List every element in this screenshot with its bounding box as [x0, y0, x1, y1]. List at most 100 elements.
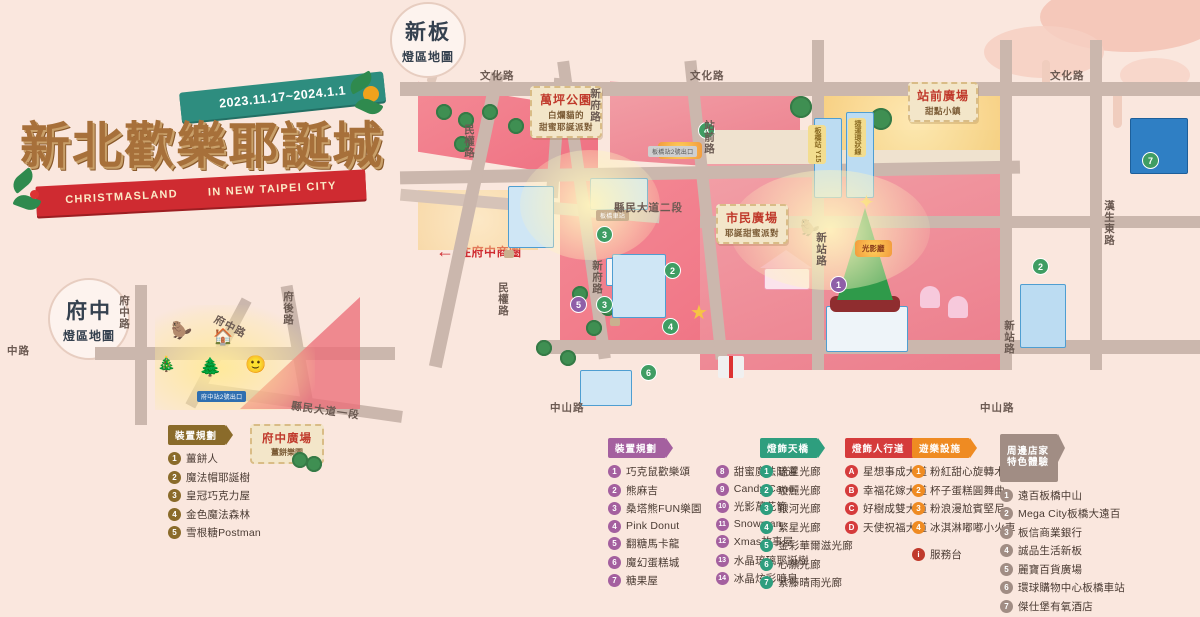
- fuzhong-legend-header-text: 裝置規劃: [175, 431, 218, 442]
- list-item[interactable]: 7 傑仕堡有氧酒店: [1000, 599, 1125, 614]
- map-pin[interactable]: 2: [1032, 258, 1049, 275]
- list-item[interactable]: 1 琉星光廊: [760, 464, 853, 479]
- star-decoration-icon: ★: [690, 302, 708, 324]
- area-badge-xinban[interactable]: 新板 燈區地圖: [390, 2, 466, 78]
- legend-number: 6: [608, 555, 621, 569]
- map-pin[interactable]: 5: [570, 296, 587, 313]
- legend-label: 心願光廊: [778, 558, 821, 571]
- legend-label: 銀河光廊: [778, 503, 821, 515]
- reindeer-icon: 🦫: [171, 321, 193, 340]
- legend-label: 傑仕堡有氧酒店: [1018, 600, 1093, 613]
- legend-label: 星想事成大道: [863, 466, 928, 478]
- list-item[interactable]: 5 雪根糖Postman: [168, 525, 261, 540]
- list-item[interactable]: 2 魔法帽耶誕樹: [168, 470, 261, 485]
- map-pin[interactable]: 7: [1142, 152, 1159, 169]
- area-badge-fuzhong[interactable]: 府中 燈區地圖: [48, 278, 130, 360]
- road-label: 文化路: [1050, 70, 1085, 82]
- legend-label: 粉浪漫尬賓堅尼: [930, 503, 1005, 515]
- legend-label: 遠百板橋中山: [1018, 489, 1083, 502]
- map-pin[interactable]: 3: [596, 226, 613, 243]
- legend-header-text: 裝置規劃: [615, 444, 658, 455]
- legend-label: 薑餅人: [186, 453, 219, 465]
- legend-header-text: 遊樂設施: [919, 444, 962, 455]
- road-label: 新站路: [1003, 320, 1015, 355]
- legend-label: 板信商業銀行: [1018, 526, 1083, 539]
- legend-label: 粉紅甜心旋轉木馬: [930, 466, 1016, 478]
- arrow-left-icon: ←: [436, 241, 454, 261]
- building-icon: [1020, 284, 1066, 348]
- road-label: 中山路: [980, 402, 1015, 414]
- area-badge-xinban-subtitle: 燈區地圖: [401, 49, 454, 64]
- legend-number: C: [845, 502, 858, 515]
- tree-icon: [454, 136, 470, 152]
- legend-header-text: 燈飾天橋: [767, 444, 810, 455]
- map-pin[interactable]: 4: [662, 318, 679, 335]
- map-pin[interactable]: 2: [664, 262, 681, 279]
- tree-icon: [586, 320, 602, 336]
- sparkle-glow: [520, 150, 660, 260]
- road-label: 站前路: [703, 120, 715, 155]
- road-label: 漢生東路: [1103, 200, 1115, 246]
- title-en-right: IN NEW TAIPEI CITY: [207, 179, 338, 199]
- legend-number: D: [845, 520, 858, 534]
- map-pin[interactable]: 1: [830, 276, 847, 293]
- legend-number: 9: [715, 482, 729, 496]
- legend-label: 金彩華爾滋光廊: [778, 540, 853, 552]
- road-strip: [1000, 40, 1012, 370]
- list-item[interactable]: 3 皇冠巧克力屋: [168, 488, 261, 503]
- map-sign-citizen-plaza: 市民廣場 耶誕甜蜜派對: [716, 204, 789, 244]
- map-pin[interactable]: 6: [640, 364, 657, 381]
- legend-label: 琉星光廊: [778, 466, 821, 478]
- legend-number: 2: [912, 483, 925, 497]
- legend-number: 1: [760, 465, 773, 478]
- legend-number: 2: [760, 483, 773, 497]
- map-pin[interactable]: 3: [596, 296, 613, 313]
- map-sign-title: 萬坪公園: [540, 93, 593, 107]
- road-label: 文化路: [480, 70, 515, 82]
- legend-number: 6: [1000, 581, 1013, 595]
- map-sign-title: 市民廣場: [726, 211, 779, 225]
- map-pin[interactable]: 4: [698, 122, 715, 139]
- event-title-block: 2023.11.17~2024.1.1 新北歡樂耶誕城 CHRISTMASLAN…: [8, 70, 408, 223]
- area-badge-fuzhong-title: 府中: [66, 299, 112, 323]
- legend-number: 11: [715, 517, 729, 531]
- road-label: 民權路: [497, 282, 509, 317]
- legend-number: 10: [715, 500, 729, 513]
- legend-number: 7: [1000, 599, 1013, 613]
- list-item[interactable]: 4 金色魔法森林: [168, 507, 261, 522]
- legend-label: 翻糖馬卡龍: [626, 538, 680, 550]
- pole-decoration: [1042, 60, 1050, 90]
- fuzhong-plaza-subtitle: 薑餅樂園: [271, 448, 303, 457]
- legend-label: Mega City板橋大遠百: [1018, 508, 1121, 521]
- list-item[interactable]: 1 薑餅人: [168, 451, 261, 466]
